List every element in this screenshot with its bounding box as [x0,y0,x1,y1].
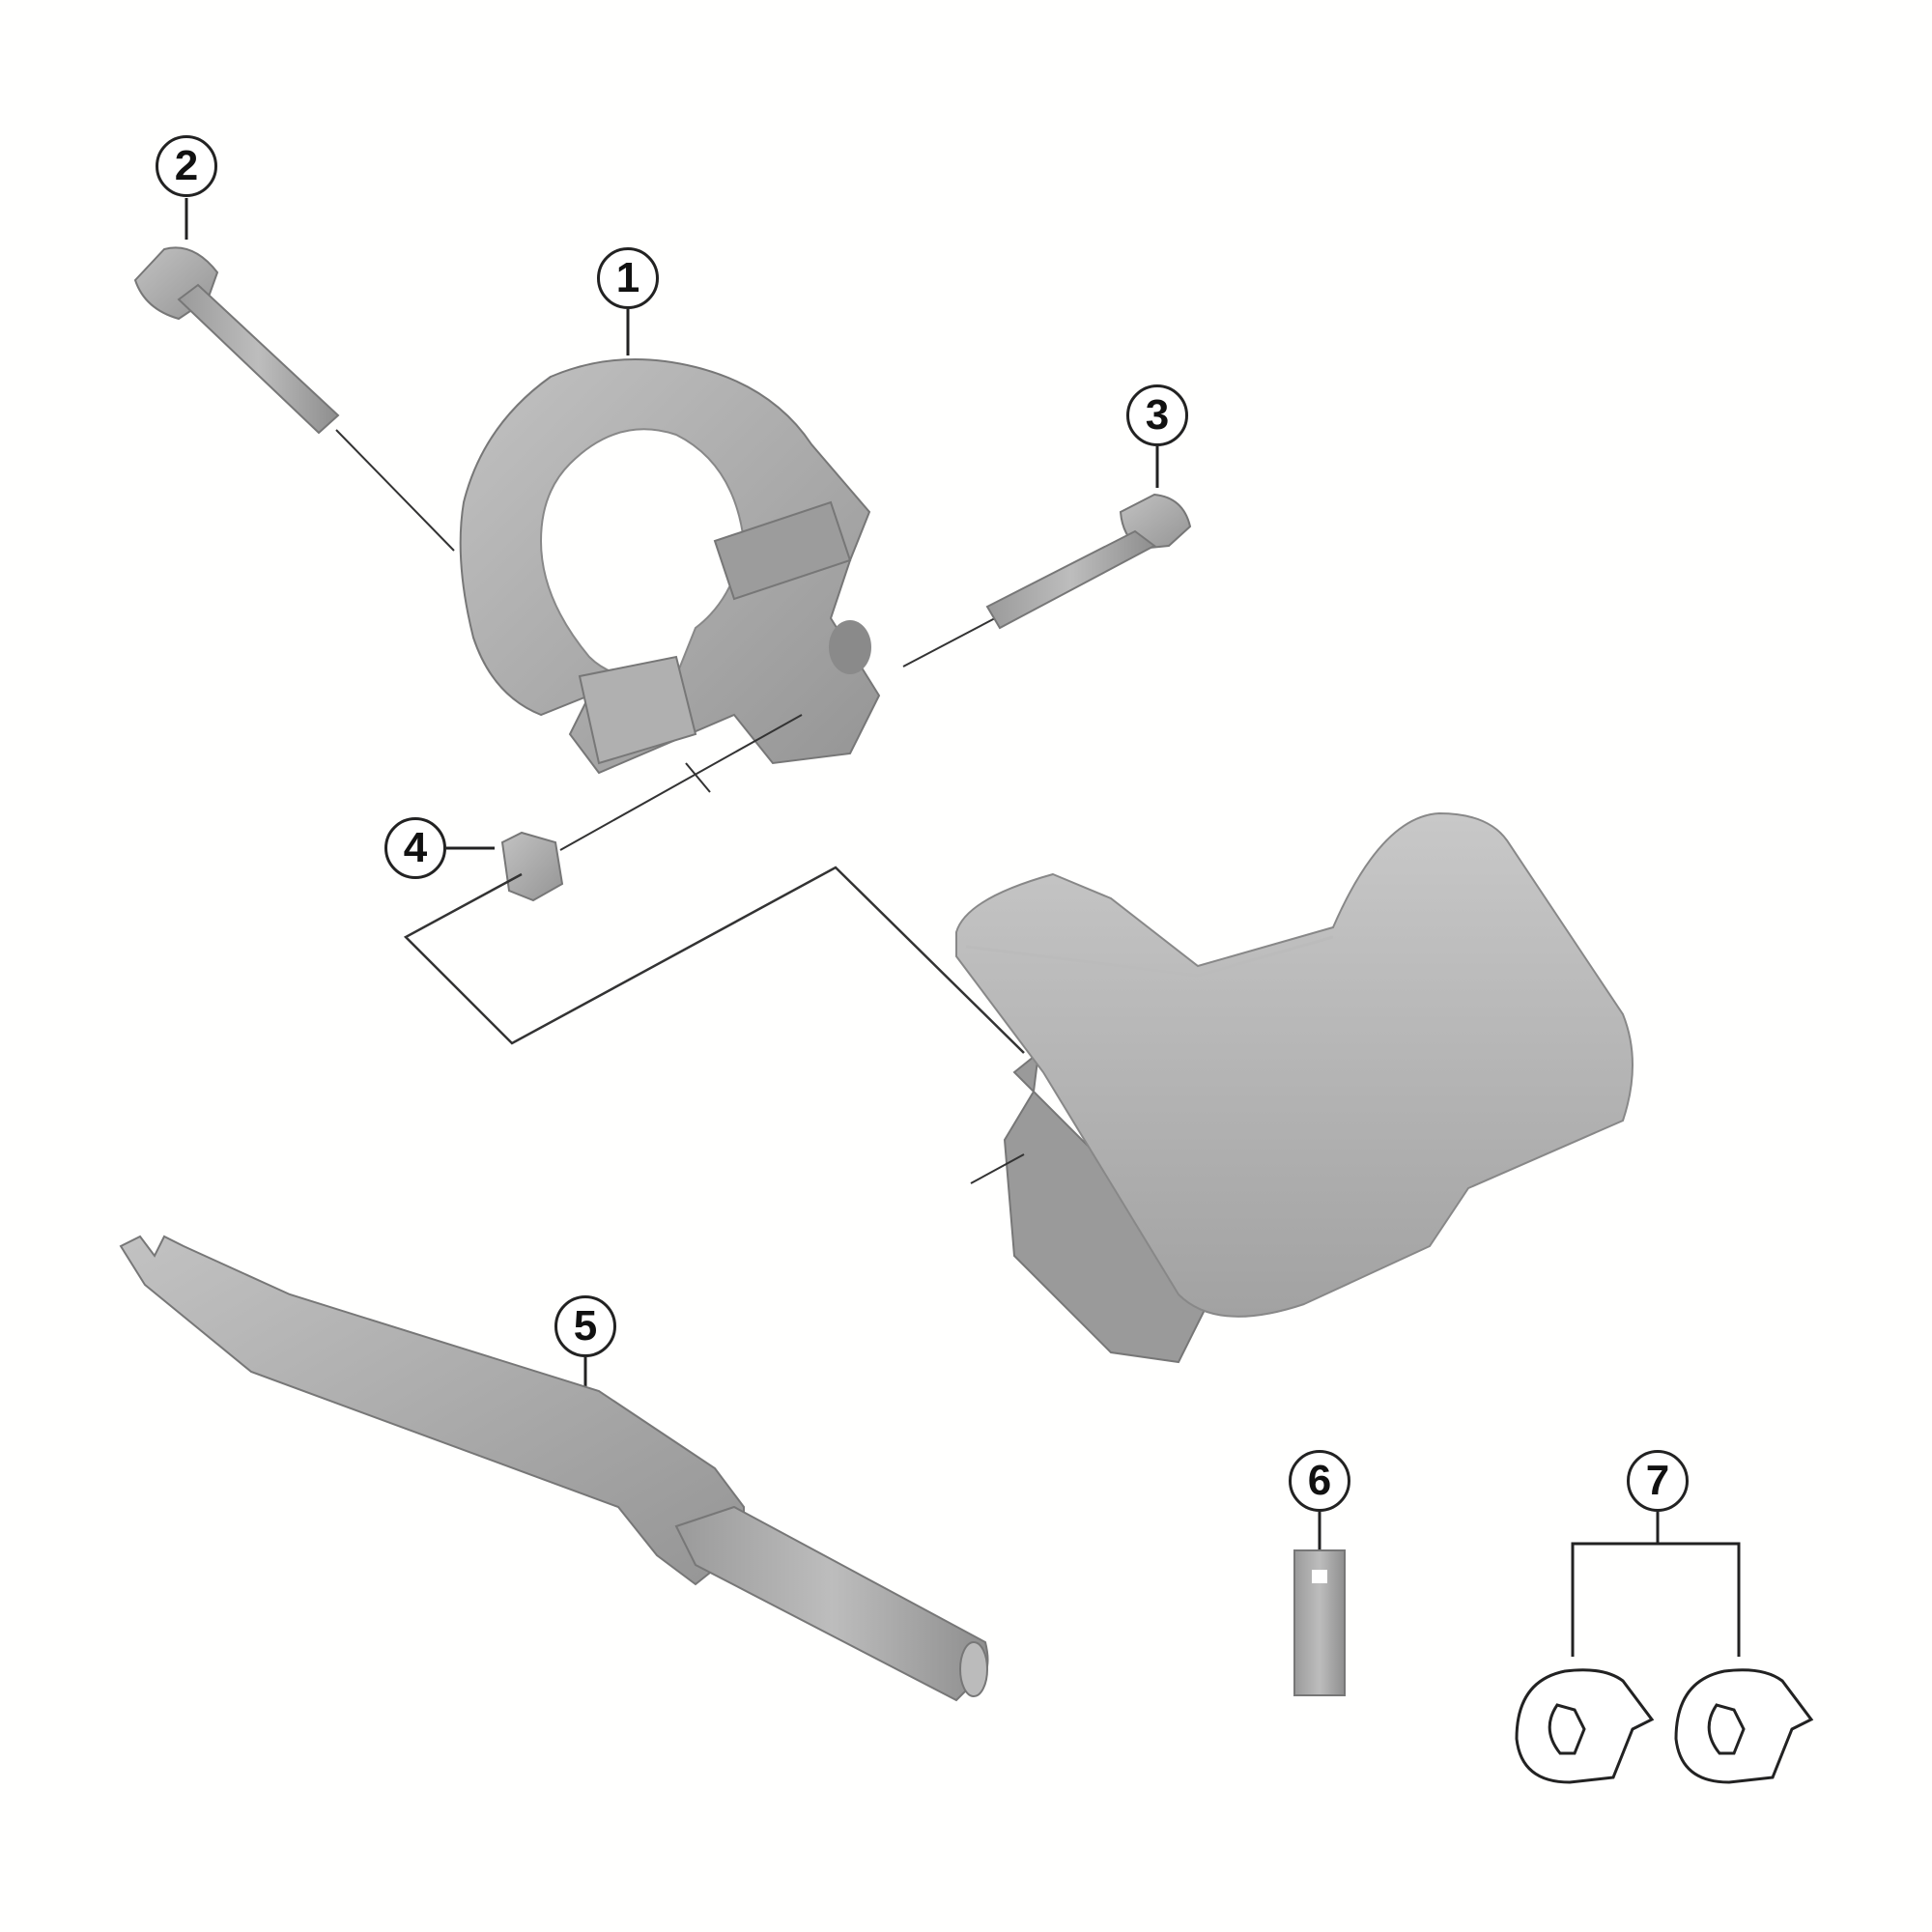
part-clamp-band [459,309,996,793]
part-housing-cover [955,811,1634,1364]
callout-7: 7 [1627,1450,1689,1512]
callout-4: 4 [384,817,446,879]
callout-2: 2 [156,135,217,197]
part-tool-lever [119,1235,989,1702]
part-nut-block [403,714,1025,1054]
callout-1: 1 [597,247,659,309]
part-short-bolt [985,446,1192,630]
callout-6: 6 [1289,1450,1350,1512]
part-cable-clips [1515,1512,1814,1784]
callout-5: 5 [554,1295,616,1357]
part-long-bolt [133,198,455,552]
callout-3: 3 [1126,384,1188,446]
part-plug-pin [1293,1512,1346,1696]
